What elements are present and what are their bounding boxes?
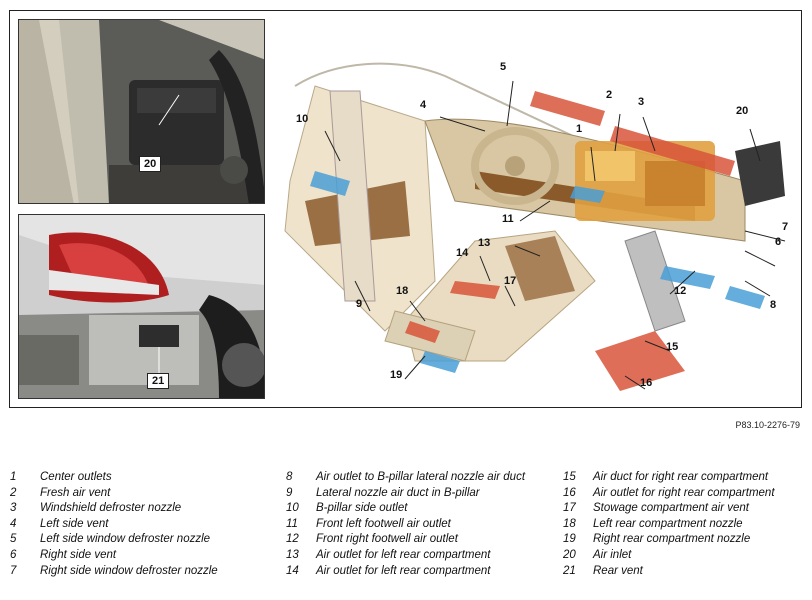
- legend-column-1: 1 Center outlets 2 Fresh air vent 3 Windshi…: [10, 470, 260, 579]
- legend-item: 17 Stowage compartment air vent: [563, 501, 808, 517]
- legend-column-3: 15 Air duct for right rear compartment 16…: [563, 470, 808, 579]
- callout-15: 15: [666, 341, 679, 353]
- inset-label-air-inlet: 20: [139, 156, 162, 172]
- legend-number: 19: [563, 533, 576, 546]
- legend-item: 2 Fresh air vent: [10, 486, 260, 502]
- legend-text: Right rear compartment nozzle: [593, 533, 751, 546]
- legend-text: Right side window defroster nozzle: [40, 564, 218, 577]
- legend-number: 13: [286, 548, 299, 561]
- legend-text: Center outlets: [40, 471, 112, 483]
- callout-18: 18: [396, 285, 409, 297]
- legend-item: 3 Windshield defroster nozzle: [10, 501, 260, 517]
- inset-label-rear-vent: 21: [147, 373, 170, 389]
- callout-9: 9: [356, 298, 363, 310]
- legend-item: 19 Right rear compartment nozzle: [563, 532, 808, 548]
- legend-text: Front left footwell air outlet: [316, 517, 451, 530]
- legend-item: 10 B-pillar side outlet: [286, 501, 531, 517]
- callout-3: 3: [638, 96, 645, 108]
- legend-item: 1 Center outlets: [10, 470, 260, 486]
- legend-number: 21: [563, 564, 576, 577]
- legend-number: 12: [286, 533, 299, 546]
- legend-number: 20: [563, 548, 576, 561]
- legend-text: Air outlet for right rear compartment: [593, 486, 775, 499]
- legend-number: 15: [563, 471, 576, 483]
- legend-text: Left rear compartment nozzle: [593, 517, 743, 530]
- callout-7: 7: [782, 221, 789, 233]
- legend-text: Fresh air vent: [40, 486, 111, 499]
- legend-text: Left side vent: [40, 517, 109, 530]
- legend-text: Rear vent: [593, 564, 643, 577]
- callout-4: 4: [420, 99, 427, 111]
- legend-number: 7: [10, 564, 17, 577]
- callout-16: 16: [640, 377, 653, 389]
- legend-text: Right side vent: [40, 548, 117, 561]
- figure-code: P83.10-2276-79: [735, 420, 800, 430]
- legend-column-2: 8 Air outlet to B-pillar lateral nozzle a…: [286, 470, 531, 579]
- callout-6: 6: [775, 236, 782, 248]
- legend-text: Air inlet: [593, 548, 632, 561]
- legend-text: B-pillar side outlet: [316, 502, 408, 515]
- legend-item: 18 Left rear compartment nozzle: [563, 517, 808, 533]
- legend-text: Air outlet for left rear compartment: [316, 564, 491, 577]
- legend-number: 6: [10, 548, 17, 561]
- callout-20: 20: [736, 105, 749, 117]
- legend-number: 2: [10, 486, 17, 499]
- legend-number: 11: [286, 517, 298, 530]
- legend-text: Front right footwell air outlet: [316, 533, 458, 546]
- legend-item: 5 Left side window defroster nozzle: [10, 532, 260, 548]
- legend-item: 8 Air outlet to B-pillar lateral nozzle a…: [286, 470, 531, 486]
- engine-bay-photo: 20: [18, 19, 265, 204]
- legend-number: 3: [10, 502, 17, 515]
- legend-number: 9: [286, 486, 293, 499]
- callout-8: 8: [770, 299, 777, 311]
- legend-number: 5: [10, 533, 17, 546]
- diagram-frame: 20 21: [9, 10, 802, 408]
- legend-item: 11 Front left footwell air outlet: [286, 517, 531, 533]
- legend-item: 15 Air duct for right rear compartment: [563, 470, 808, 486]
- legend-number: 10: [286, 502, 299, 515]
- legend-number: 1: [10, 471, 17, 483]
- legend-item: 13 Air outlet for left rear compartment: [286, 548, 531, 564]
- rear-vehicle-photo: 21: [18, 214, 265, 399]
- callout-5: 5: [500, 61, 507, 73]
- legend-text: Stowage compartment air vent: [593, 502, 749, 515]
- legend-item: 6 Right side vent: [10, 548, 260, 564]
- callout-2: 2: [606, 89, 613, 101]
- legend-number: 17: [563, 502, 576, 515]
- legend-item: 12 Front right footwell air outlet: [286, 532, 531, 548]
- legend-number: 4: [10, 517, 17, 530]
- legend-number: 16: [563, 486, 576, 499]
- legend-item: 20 Air inlet: [563, 548, 808, 564]
- callout-19: 19: [390, 369, 403, 381]
- legend-text: Lateral nozzle air duct in B-pillar: [316, 486, 480, 499]
- legend-item: 7 Right side window defroster nozzle: [10, 564, 260, 580]
- legend-item: 16 Air outlet for right rear compartment: [563, 486, 808, 502]
- callout-12: 12: [674, 285, 687, 297]
- callout-14: 14: [456, 247, 469, 259]
- callout-17: 17: [504, 275, 517, 287]
- legend-text: Air duct for right rear compartment: [593, 471, 769, 483]
- legend-item: 14 Air outlet for left rear compartment: [286, 564, 531, 580]
- legend-text: Windshield defroster nozzle: [40, 502, 182, 515]
- legend-item: 21 Rear vent: [563, 564, 808, 580]
- legend-text: Air outlet to B-pillar lateral nozzle ai…: [316, 471, 526, 483]
- legend-number: 18: [563, 517, 576, 530]
- callout-1: 1: [576, 123, 583, 135]
- legend-text: Left side window defroster nozzle: [40, 533, 211, 546]
- callout-13: 13: [478, 237, 491, 249]
- legend-number: 14: [286, 564, 299, 577]
- callout-10: 10: [296, 113, 309, 125]
- legend-number: 8: [286, 471, 293, 483]
- legend-item: 4 Left side vent: [10, 517, 260, 533]
- callout-11: 11: [502, 213, 514, 225]
- legend-item: 9 Lateral nozzle air duct in B-pillar: [286, 486, 531, 502]
- interior-cutaway-illustration: [284, 62, 786, 391]
- legend-text: Air outlet for left rear compartment: [316, 548, 491, 561]
